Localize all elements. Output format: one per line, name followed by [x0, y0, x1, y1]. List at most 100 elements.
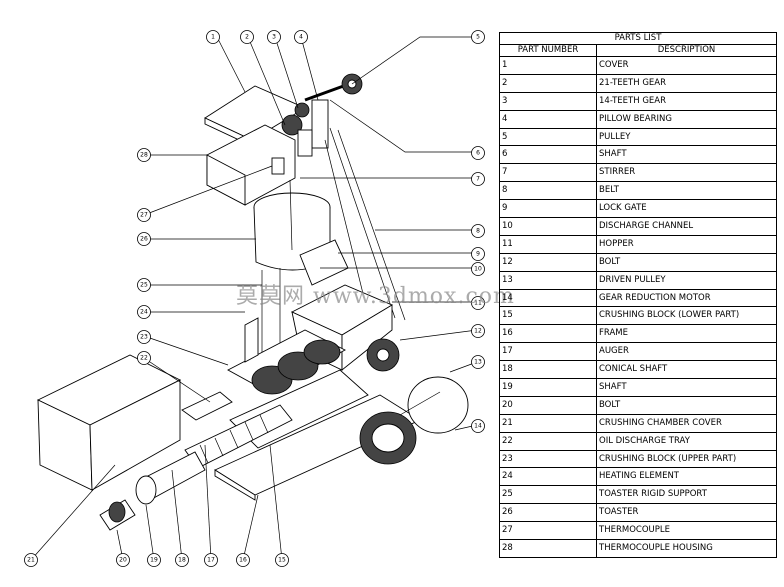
callout-number: 18	[178, 557, 186, 564]
callout-circle	[206, 30, 220, 44]
part-description-cell: BOLT	[596, 252, 777, 272]
part-number-cell: 7	[499, 163, 597, 183]
part-description-cell: STIRRER	[596, 163, 777, 183]
callout-13: 13	[471, 355, 485, 369]
oil-discharge-tray-part	[181, 391, 233, 421]
part-description-cell: CRUSHING BLOCK (UPPER PART)	[596, 449, 777, 469]
part-number-cell: 19	[499, 378, 597, 397]
callout-number: 2	[245, 34, 249, 41]
part-description-cell: CONICAL SHAFT	[596, 360, 777, 380]
callout-10: 10	[471, 262, 485, 276]
callout-number: 22	[140, 355, 148, 362]
callout-25: 25	[137, 278, 151, 292]
part-number-cell: 8	[499, 181, 597, 201]
part-number-cell: 25	[499, 485, 597, 505]
callout-circle	[137, 278, 151, 292]
callout-number: 16	[239, 557, 247, 564]
gear-21-teeth-part	[281, 114, 303, 136]
callout-number: 4	[299, 34, 303, 41]
part-description-cell: BELT	[596, 181, 777, 201]
callout-number: 3	[272, 34, 276, 41]
part-number-cell: 24	[499, 467, 597, 487]
part-number-cell: 27	[499, 521, 597, 541]
callout-number: 20	[119, 557, 127, 564]
callout-17: 17	[204, 553, 218, 567]
column-header-part-number: PART NUMBER	[499, 44, 597, 57]
callout-number: 13	[474, 359, 482, 366]
part-description-cell: GEAR REDUCTION MOTOR	[596, 288, 777, 308]
callout-circle	[471, 355, 485, 369]
part-number-cell: 18	[499, 360, 597, 380]
callout-7: 7	[471, 172, 485, 186]
callout-5: 5	[471, 30, 485, 44]
callout-circle	[471, 146, 485, 160]
callout-number: 27	[140, 212, 148, 219]
part-description-cell: SHAFT	[596, 145, 777, 165]
callout-3: 3	[267, 30, 281, 44]
callout-number: 12	[474, 328, 482, 335]
part-description-cell: FRAME	[596, 324, 777, 344]
callout-circle	[471, 419, 485, 433]
callout-6: 6	[471, 146, 485, 160]
watermark-text: 莫莫网 www.3dmox.com	[236, 284, 515, 309]
callout-number: 28	[140, 152, 148, 159]
callout-19: 19	[147, 553, 161, 567]
part-description-cell: DISCHARGE CHANNEL	[596, 217, 777, 236]
part-number-cell: 14	[499, 288, 597, 308]
part-number-cell: 4	[499, 109, 597, 129]
pillow-bearing-part	[311, 99, 329, 149]
callout-26: 26	[137, 232, 151, 246]
callout-number: 25	[140, 282, 148, 289]
callout-number: 21	[27, 557, 35, 564]
part-number-cell: 26	[499, 503, 597, 523]
callout-2: 2	[240, 30, 254, 44]
bolt-bearing-part	[99, 499, 136, 531]
callout-number: 23	[140, 334, 148, 341]
callout-circle	[175, 553, 189, 567]
callout-23: 23	[137, 330, 151, 344]
part-description-cell: TOASTER RIGID SUPPORT	[596, 485, 777, 505]
callout-12: 12	[471, 324, 485, 338]
crushing-block-upper-part	[227, 329, 346, 395]
callout-number: 8	[476, 228, 480, 235]
part-description-cell: CRUSHING CHAMBER COVER	[596, 413, 777, 433]
callout-number: 6	[476, 150, 480, 157]
parts-list-title: PARTS LIST	[499, 32, 777, 45]
assembly-parts	[36, 73, 469, 531]
heating-element-part	[244, 317, 259, 363]
part-number-cell: 10	[499, 217, 597, 236]
part-description-cell: SHAFT	[596, 378, 777, 397]
callout-number: 15	[278, 557, 286, 564]
callout-circle	[471, 296, 485, 310]
callout-circle	[471, 324, 485, 338]
part-number-cell: 15	[499, 306, 597, 326]
callout-circle	[137, 148, 151, 162]
callout-9: 9	[471, 247, 485, 261]
part-description-cell: CRUSHING BLOCK (LOWER PART)	[596, 306, 777, 326]
callout-circle	[267, 30, 281, 44]
callout-circle	[204, 553, 218, 567]
crushing-chamber-cover-part	[36, 354, 182, 491]
